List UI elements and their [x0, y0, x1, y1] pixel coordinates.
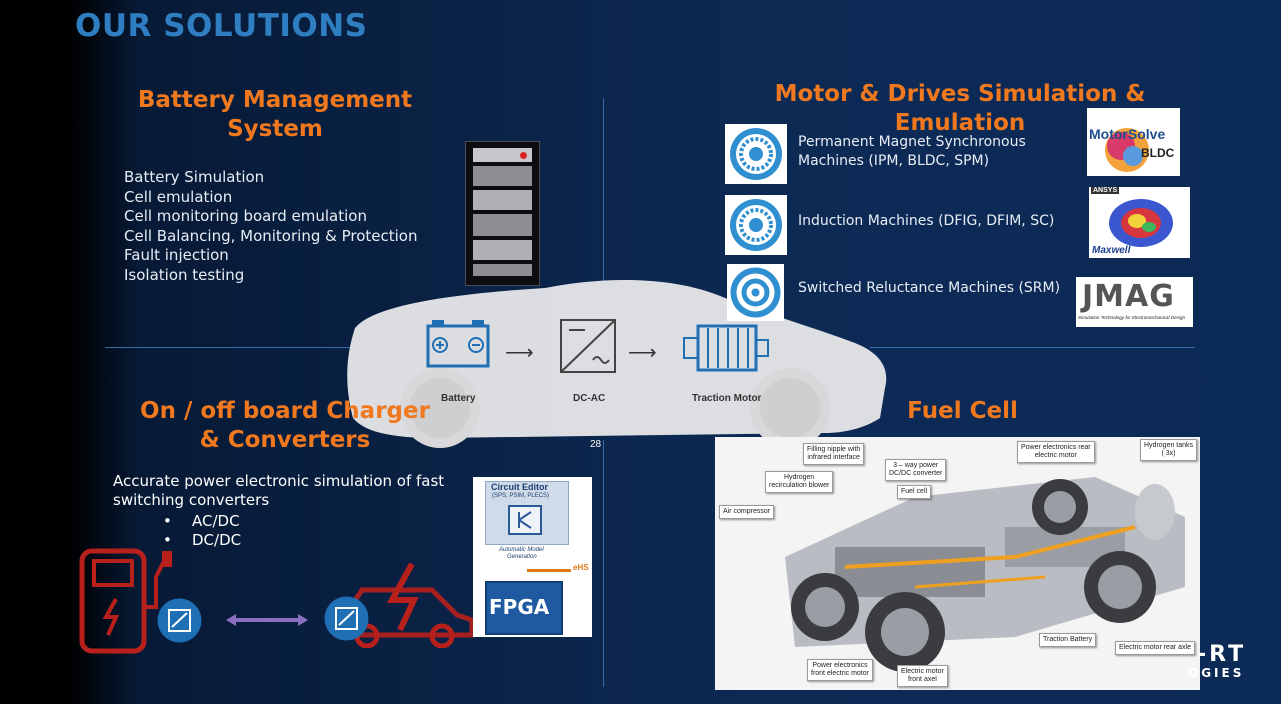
pmsm-description: Permanent Magnet Synchronous Machines (I… [798, 133, 1026, 171]
auto-model-label: Generation [507, 554, 537, 560]
ansys-text: ANSYS [1091, 187, 1120, 194]
callout-electric-motor-rear: Electric motor rear axle [1115, 641, 1195, 655]
chip-icon [157, 598, 202, 643]
motorsolve-text: MotorSolve [1089, 126, 1166, 142]
fpga-label: FPGA [489, 595, 550, 619]
circuit-editor-title: Circuit Editor [491, 482, 549, 492]
callout-hydrogen-tanks: Hydrogen tanks ( 3x) [1140, 439, 1198, 461]
traction-motor-icon [683, 324, 769, 372]
converter-bullet-list: •AC/DC •DC/DC [163, 512, 241, 550]
callout-fuel-cell: Fuel cell [897, 485, 932, 499]
jmag-text: JMAG [1082, 279, 1175, 314]
arrow-right-icon: ⟶ [628, 342, 657, 364]
fuel-cell-vehicle-cutaway-image: Filling nipple with infrared interface P… [715, 437, 1200, 690]
induction-description: Induction Machines (DFIG, DFIM, SC) [798, 213, 1055, 229]
srm-description: Switched Reluctance Machines (SRM) [798, 280, 1061, 296]
fuel-cell-heading: Fuel Cell [907, 398, 1018, 424]
list-item: •DC/DC [163, 531, 242, 549]
quadrant-divider-right [870, 347, 1195, 348]
callout-traction-battery: Traction Battery [1039, 633, 1097, 647]
list-item: •AC/DC [163, 512, 240, 530]
chip-icon [324, 596, 369, 641]
list-item: Isolation testing [124, 265, 245, 284]
quadrant-divider-left [105, 347, 360, 348]
traction-motor-label: Traction Motor [692, 393, 762, 404]
list-item: Battery Simulation [124, 168, 265, 186]
callout-electric-motor-front: Electric motor front axel [897, 665, 948, 687]
transistor-icon [508, 505, 542, 535]
pmsm-motor-icon [725, 124, 787, 184]
motor-drives-heading: Motor & Drives Simulation & Emulation [774, 81, 1146, 136]
callout-power-electronics-front: Power electronics front electric motor [807, 659, 873, 681]
list-item: Cell Balancing, Monitoring & Protection [124, 226, 418, 245]
motor-row-line: Machines (IPM, BLDC, SPM) [798, 153, 990, 169]
motorsolve-logo: MotorSolve BLDC [1087, 108, 1180, 176]
quadrant-divider-bottom [603, 440, 604, 687]
jmag-sub: Simulation Technology for Electromechani… [1078, 315, 1186, 320]
maxwell-text: Maxwell [1092, 245, 1131, 256]
ansys-maxwell-logo: ANSYS Maxwell [1089, 187, 1190, 258]
quadrant-divider-top [603, 98, 604, 333]
callout-air-compressor: Air compressor [719, 505, 775, 519]
bms-heading: Battery Management System [137, 87, 413, 142]
bms-feature-list: Battery Simulation Cell emulation Cell m… [124, 168, 417, 286]
callout-dcdc-converter: 3 – way power DC/DC converter [885, 459, 947, 481]
charger-description-line: Accurate power electronic simulation of … [113, 472, 445, 490]
battery-icon [426, 320, 490, 368]
callout-filling-nipple: Filling nipple with infrared interface [803, 443, 865, 465]
motorsolve-sub: BLDC [1141, 146, 1175, 160]
dc-ac-converter-icon [560, 319, 616, 373]
motor-row-line: Permanent Magnet Synchronous [798, 134, 1026, 150]
bidirectional-arrow-icon [226, 614, 308, 626]
callout-power-electronics-rear: Power electronics rear electric motor [1017, 441, 1095, 463]
list-item: Cell monitoring board emulation [124, 207, 367, 226]
charging-station-icon [79, 548, 172, 654]
jmag-logo: JMAG Simulation Technology for Electrome… [1076, 277, 1193, 327]
circuit-editor-sub: (SPS, PSIM, PLECS) [492, 493, 550, 499]
charger-heading-line: & Converters [199, 427, 371, 453]
callout-hydrogen-recirculation: Hydrogen recirculation blower [765, 471, 834, 493]
charger-heading-line: On / off board Charger [140, 398, 430, 424]
brand-logo-text: -RT [1197, 642, 1247, 667]
circuit-editor-diagram: Circuit Editor (SPS, PSIM, PLECS) Automa… [473, 477, 592, 637]
dc-ac-label: DC-AC [573, 393, 606, 404]
list-item: Cell emulation [124, 187, 233, 206]
arrow-right-icon: ⟶ [505, 342, 534, 364]
ehs-label: eHS [573, 563, 589, 572]
page-number: 28 [590, 439, 602, 450]
list-item: Fault injection [124, 246, 229, 265]
battery-label: Battery [441, 393, 476, 404]
simulator-rack-image [465, 141, 540, 286]
brand-logo-subtext: OGIES [1188, 666, 1245, 680]
charger-description-line: switching converters [113, 491, 270, 509]
charger-heading: On / off board Charger & Converters [130, 397, 440, 455]
srm-motor-icon [727, 264, 784, 321]
auto-model-label: Automatic Model [499, 547, 544, 553]
page-title: OUR SOLUTIONS [75, 8, 368, 44]
charger-description: Accurate power electronic simulation of … [113, 472, 444, 510]
induction-motor-icon [725, 195, 787, 255]
